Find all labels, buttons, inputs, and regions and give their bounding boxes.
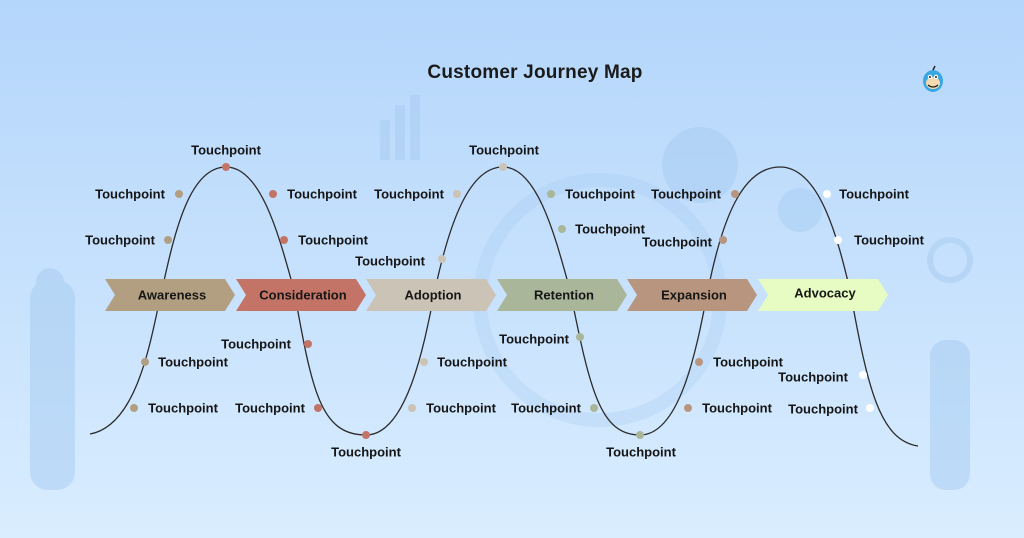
touchpoint-label: Touchpoint bbox=[778, 369, 848, 385]
touchpoint-label: Touchpoint bbox=[95, 186, 165, 202]
stage-awareness-chevron bbox=[105, 279, 235, 311]
touchpoint-label: Touchpoint bbox=[426, 400, 496, 416]
touchpoint-label: Touchpoint bbox=[575, 221, 645, 237]
touchpoint-label: Touchpoint bbox=[287, 186, 357, 202]
touchpoint-label: Touchpoint bbox=[565, 186, 635, 202]
stage-expansion-label: Expansion bbox=[661, 287, 727, 303]
touchpoint-label: Touchpoint bbox=[148, 400, 218, 416]
stage-adoption-chevron bbox=[366, 279, 496, 311]
touchpoint-label: Touchpoint bbox=[221, 336, 291, 352]
touchpoint-dot bbox=[547, 190, 555, 198]
touchpoint-dot bbox=[558, 225, 566, 233]
stage-retention-chevron bbox=[497, 279, 627, 311]
touchpoint-dot bbox=[695, 358, 703, 366]
touchpoint-label: Touchpoint bbox=[702, 400, 772, 416]
touchpoint-label: Touchpoint bbox=[437, 354, 507, 370]
mascot-logo-icon bbox=[923, 65, 943, 92]
touchpoint-label: Touchpoint bbox=[158, 354, 228, 370]
target-icon bbox=[778, 188, 822, 232]
gear-icon bbox=[662, 127, 738, 203]
touchpoint-label: Touchpoint bbox=[606, 444, 676, 460]
touchpoint-dot bbox=[304, 340, 312, 348]
touchpoint-dot bbox=[222, 163, 230, 171]
touchpoint-label: Touchpoint bbox=[839, 186, 909, 202]
touchpoint-dot bbox=[866, 404, 874, 412]
stage-advocacy-chevron bbox=[758, 279, 888, 311]
touchpoint-label: Touchpoint bbox=[499, 331, 569, 347]
touchpoint-label: Touchpoint bbox=[235, 400, 305, 416]
touchpoint-label: Touchpoint bbox=[298, 232, 368, 248]
touchpoint-dot bbox=[314, 404, 322, 412]
touchpoint-dot bbox=[408, 404, 416, 412]
touchpoint-label: Touchpoint bbox=[191, 142, 261, 158]
touchpoint-dot bbox=[731, 190, 739, 198]
touchpoint-dot bbox=[269, 190, 277, 198]
stage-consideration-chevron bbox=[236, 279, 366, 311]
touchpoint-label: Touchpoint bbox=[713, 354, 783, 370]
touchpoint-label: Touchpoint bbox=[511, 400, 581, 416]
touchpoint-label: Touchpoint bbox=[788, 401, 858, 417]
touchpoint-dot bbox=[130, 404, 138, 412]
touchpoint-label: Touchpoint bbox=[854, 232, 924, 248]
touchpoint-dot bbox=[438, 255, 446, 263]
touchpoint-dot bbox=[636, 431, 644, 439]
touchpoint-label: Touchpoint bbox=[331, 444, 401, 460]
touchpoint-dot bbox=[164, 236, 172, 244]
touchpoint-dot bbox=[453, 190, 461, 198]
page-title: Customer Journey Map bbox=[427, 62, 643, 83]
stage-advocacy-label: Advocacy bbox=[794, 285, 856, 301]
touchpoint-dot bbox=[859, 371, 867, 379]
stage-expansion-chevron bbox=[627, 279, 757, 311]
touchpoint-label: Touchpoint bbox=[642, 234, 712, 250]
touchpoint-dot bbox=[590, 404, 598, 412]
touchpoint-dot bbox=[362, 431, 370, 439]
touchpoint-dot bbox=[499, 163, 507, 171]
stage-retention-label: Retention bbox=[534, 287, 594, 303]
touchpoint-dot bbox=[141, 358, 149, 366]
touchpoint-dot bbox=[576, 333, 584, 341]
magnifier-icon bbox=[927, 237, 973, 283]
touchpoint-label: Touchpoint bbox=[651, 186, 721, 202]
touchpoint-label: Touchpoint bbox=[85, 232, 155, 248]
stage-consideration-label: Consideration bbox=[259, 287, 347, 303]
touchpoint-dot bbox=[420, 358, 428, 366]
stage-awareness-label: Awareness bbox=[137, 287, 207, 303]
touchpoint-label: Touchpoint bbox=[469, 142, 539, 158]
touchpoint-label: Touchpoint bbox=[374, 186, 444, 202]
touchpoint-label: Touchpoint bbox=[355, 253, 425, 269]
touchpoint-dot bbox=[280, 236, 288, 244]
stage-adoption-label: Adoption bbox=[404, 287, 462, 303]
touchpoint-dot bbox=[823, 190, 831, 198]
touchpoint-dot bbox=[684, 404, 692, 412]
touchpoint-dot bbox=[834, 236, 842, 244]
touchpoint-dot bbox=[175, 190, 183, 198]
touchpoint-dot bbox=[719, 236, 727, 244]
